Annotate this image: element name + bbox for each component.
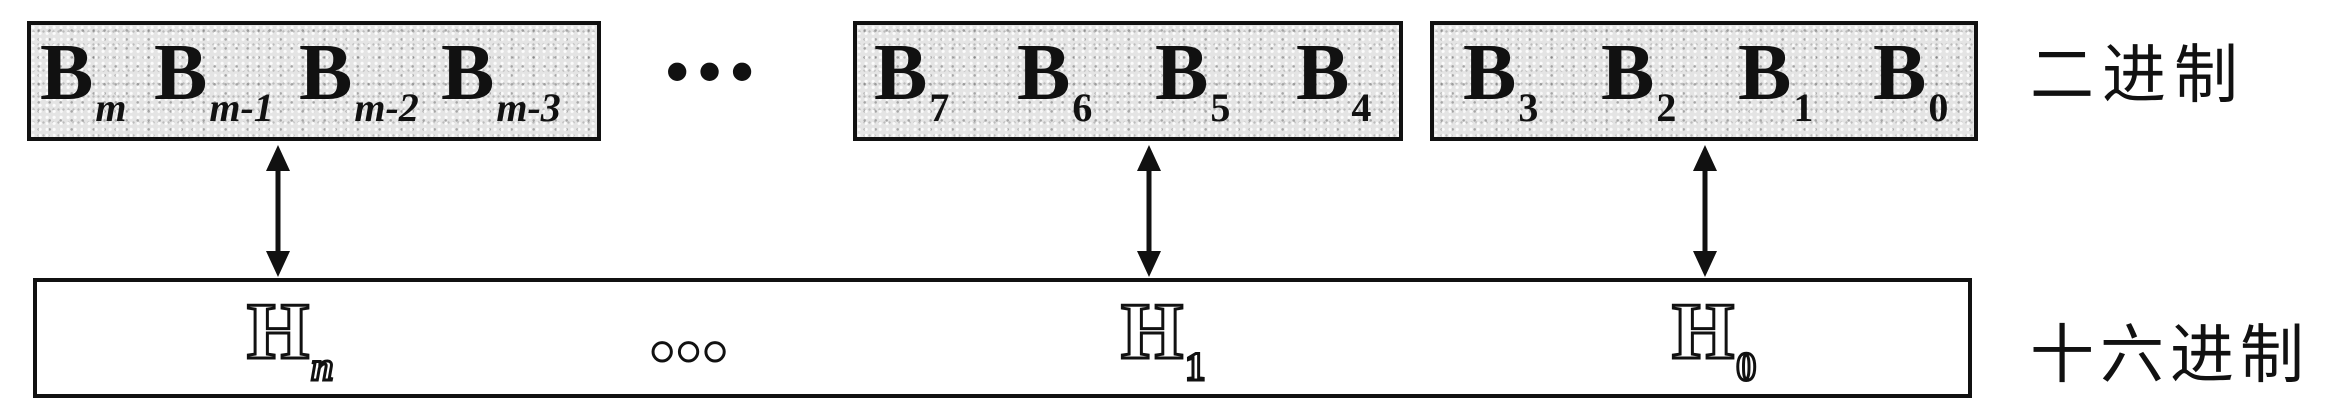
digit-letter: B bbox=[441, 29, 495, 117]
digit-letter: B bbox=[154, 29, 208, 117]
binary-label: 二进制 bbox=[2030, 39, 2246, 113]
binary-digit-b0: B0 bbox=[1873, 33, 1948, 135]
hex-label: 十六进制 bbox=[2030, 319, 2310, 393]
binary-digit-bm: Bm bbox=[40, 33, 126, 135]
binary-digit-b2: B2 bbox=[1601, 33, 1676, 135]
digit-letter: B bbox=[40, 29, 94, 117]
digit-subscript: 1 bbox=[1793, 85, 1814, 130]
hex-digit-h0: H0 bbox=[1670, 291, 1758, 394]
binary-digit-b4: B4 bbox=[1296, 33, 1371, 135]
digit-letter: B bbox=[1601, 29, 1655, 117]
digit-letter: B bbox=[1463, 29, 1517, 117]
binary-digit-bm-2: Bm-2 bbox=[299, 33, 419, 135]
double-arrow-low-to-h0 bbox=[1693, 145, 1717, 277]
digit-letter: B bbox=[1738, 29, 1792, 117]
binary-digit-b5: B5 bbox=[1155, 33, 1230, 135]
binary-digit-bm-3: Bm-3 bbox=[441, 33, 561, 135]
digit-letter: B bbox=[299, 29, 353, 117]
binary-box-bits-3-0: B3 B2 B1 B0 bbox=[1430, 21, 1978, 141]
digit-letter: B bbox=[1155, 29, 1209, 117]
digit-subscript: 3 bbox=[1518, 85, 1539, 130]
hex-box: Hn ••• H1 H0 bbox=[33, 278, 1972, 398]
binary-box-bits-7-4: B7 B6 B5 B4 bbox=[853, 21, 1403, 141]
digit-letter: B bbox=[874, 29, 928, 117]
double-arrow-high-to-hn bbox=[266, 145, 290, 277]
digit-subscript: m bbox=[95, 85, 127, 130]
digit-subscript: m-1 bbox=[209, 85, 274, 130]
hex-digit-hn: Hn bbox=[245, 291, 335, 394]
digit-letter: B bbox=[1873, 29, 1927, 117]
digit-letter: H bbox=[1670, 288, 1735, 376]
binary-digit-b6: B6 bbox=[1017, 33, 1092, 135]
digit-letter: H bbox=[1119, 288, 1184, 376]
digit-subscript: 2 bbox=[1656, 85, 1677, 130]
digit-subscript: 4 bbox=[1351, 85, 1372, 130]
binary-digit-b7: B7 bbox=[874, 33, 949, 135]
digit-letter: H bbox=[245, 288, 310, 376]
binary-digit-b1: B1 bbox=[1738, 33, 1813, 135]
digit-letter: B bbox=[1296, 29, 1350, 117]
binary-digit-b3: B3 bbox=[1463, 33, 1538, 135]
digit-subscript: 6 bbox=[1072, 85, 1093, 130]
digit-subscript: 1 bbox=[1184, 343, 1207, 391]
hex-ellipsis: ••• bbox=[649, 315, 731, 387]
digit-subscript: 0 bbox=[1735, 343, 1758, 391]
hex-digit-h1: H1 bbox=[1119, 291, 1207, 394]
double-arrow-mid-to-h1 bbox=[1137, 145, 1161, 277]
digit-subscript: 0 bbox=[1928, 85, 1949, 130]
digit-subscript: 5 bbox=[1210, 85, 1231, 130]
binary-digit-bm-1: Bm-1 bbox=[154, 33, 274, 135]
digit-subscript: n bbox=[310, 343, 335, 391]
digit-subscript: 7 bbox=[929, 85, 950, 130]
digit-letter: B bbox=[1017, 29, 1071, 117]
digit-subscript: m-3 bbox=[496, 85, 561, 130]
binary-box-high-bits: Bm Bm-1 Bm-2 Bm-3 bbox=[27, 21, 601, 141]
binary-ellipsis: ••• bbox=[666, 35, 764, 107]
digit-subscript: m-2 bbox=[354, 85, 419, 130]
